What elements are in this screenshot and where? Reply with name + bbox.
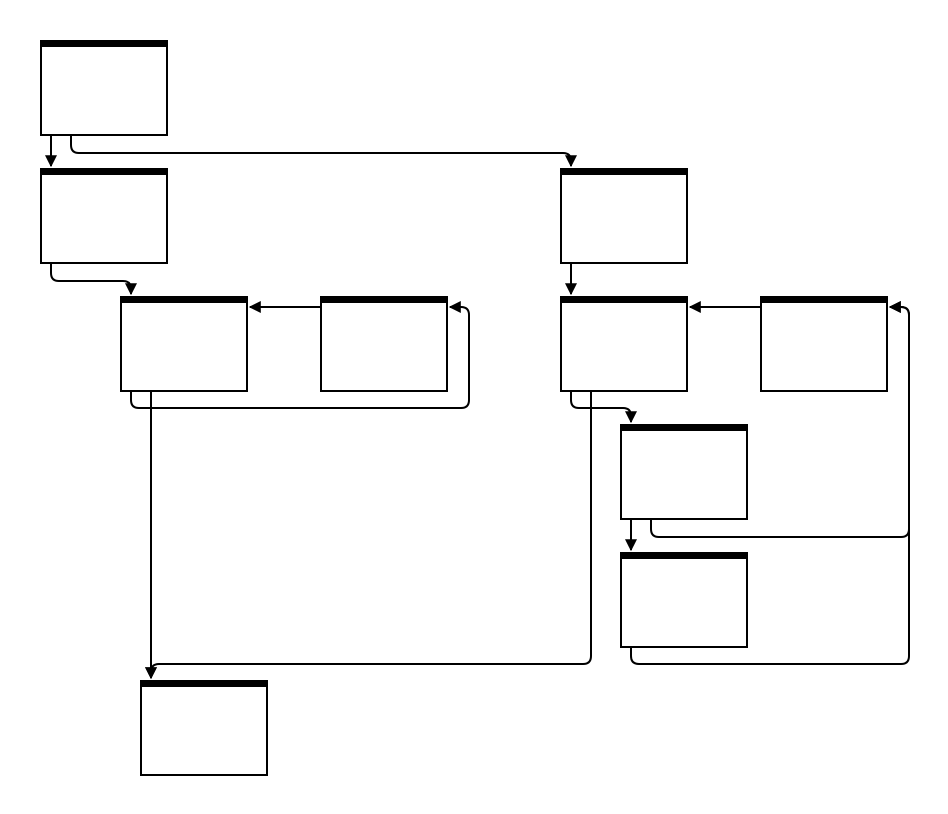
edge-n1-n5 <box>70 135 577 168</box>
node-n1 <box>40 40 168 136</box>
node-n8 <box>620 424 748 520</box>
node-box <box>620 552 748 648</box>
node-header-bar <box>40 40 168 47</box>
node-header-bar <box>620 424 748 431</box>
node-box <box>120 296 248 392</box>
node-box <box>320 296 448 392</box>
node-header-bar <box>560 168 688 175</box>
node-header-bar <box>40 168 168 175</box>
node-n2 <box>40 168 168 264</box>
node-box <box>40 40 168 136</box>
node-header-bar <box>320 296 448 303</box>
node-n4 <box>320 296 448 392</box>
node-box <box>620 424 748 520</box>
node-box <box>760 296 888 392</box>
edge-n6-n8 <box>570 391 637 424</box>
edge-n2-n3 <box>50 263 137 296</box>
edge-n3-n4 <box>130 301 470 409</box>
node-n10 <box>140 680 268 776</box>
node-box <box>40 168 168 264</box>
node-header-bar <box>760 296 888 303</box>
edge-n6-n10 <box>145 391 592 680</box>
nodes-layer <box>40 40 888 776</box>
node-box <box>560 168 688 264</box>
node-box <box>140 680 268 776</box>
node-header-bar <box>140 680 268 687</box>
node-box <box>560 296 688 392</box>
node-n9 <box>620 552 748 648</box>
node-n3 <box>120 296 248 392</box>
edge-n9-n7 <box>630 301 910 665</box>
node-header-bar <box>620 552 748 559</box>
node-n7 <box>760 296 888 392</box>
node-n6 <box>560 296 688 392</box>
edges-layer <box>45 135 910 680</box>
node-header-bar <box>560 296 688 303</box>
node-header-bar <box>120 296 248 303</box>
node-n5 <box>560 168 688 264</box>
